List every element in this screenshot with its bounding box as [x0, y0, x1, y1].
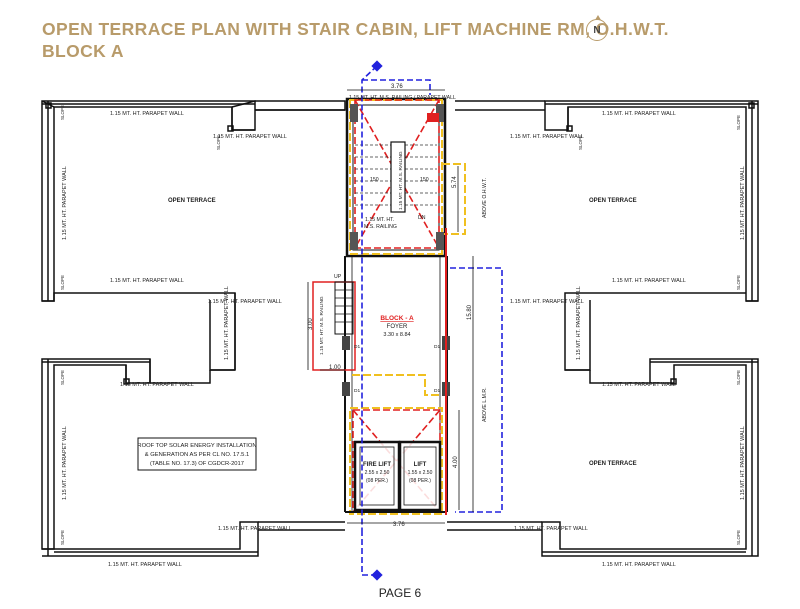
compass-label: N — [593, 24, 601, 36]
door-d1-right: D1 — [434, 344, 440, 350]
parapet-label-lt-vertical: 1.15 MT. HT. PARAPET WALL — [62, 166, 68, 240]
open-terrace-label-right-bottom: OPEN TERRACE — [589, 461, 637, 467]
solar-note-line-1: ROOF TOP SOLAR ENERGY INSTALLATION — [137, 443, 256, 449]
dim-top: 3.76 — [391, 84, 403, 90]
above-lmr-label: ABOVE L.M.R. — [482, 387, 488, 422]
parapet-label-lt-inner: 1.15 MT. HT. PARAPET WALL — [213, 134, 287, 140]
solar-note-line-2: & GENERATION AS PER CL NO. 17.5.1 — [145, 452, 249, 458]
ms-railing-line-1: 1.15 MT. HT. — [365, 217, 394, 223]
block-label: BLOCK - A — [380, 315, 414, 322]
foyer-dim-label: 3.30 x 8.84 — [383, 332, 410, 338]
dim-400: 4.00 — [453, 456, 459, 468]
slope-label-3: SLOPE — [60, 275, 65, 290]
page-title: OPEN TERRACE PLAN WITH STAIR CABIN, LIFT… — [42, 18, 669, 62]
parapet-label-lb-base: 1.15 MT. HT. PARAPET WALL — [108, 562, 182, 568]
dim-bottom: 3.76 — [393, 522, 405, 528]
lift-label: LIFT — [414, 462, 427, 468]
parapet-label-lb-top: 1.15 MT. HT. PARAPET WALL — [120, 382, 194, 388]
parapet-label-rt-inner: 1.15 MT. HT. PARAPET WALL — [510, 134, 584, 140]
lift-dim: 1.55 x 2.50 — [408, 470, 433, 476]
title-line-2: BLOCK A — [42, 41, 124, 61]
slope-label-6: SLOPE — [736, 115, 741, 130]
door-d1-left-2: D1 — [354, 388, 360, 394]
parapet-label-rt-vertical: 1.15 MT. HT. PARAPET WALL — [740, 166, 746, 240]
parapet-label-lt-vertical-inner: 1.15 MT. HT. PARAPET WALL — [224, 286, 230, 360]
parapet-label-rt-top: 1.15 MT. HT. PARAPET WALL — [602, 111, 676, 117]
left-bottom-terrace — [41, 358, 259, 557]
parapet-label-lb-vertical: 1.15 MT. HT. PARAPET WALL — [62, 426, 68, 500]
parapet-label-rb-top: 1.15 MT. HT. PARAPET WALL — [602, 382, 676, 388]
door-d1-right-2: D1 — [434, 388, 440, 394]
open-terrace-label-left: OPEN TERRACE — [168, 198, 216, 204]
solar-note-line-3: (TABLE NO. 17.3) OF CGDCR-2017 — [150, 461, 244, 467]
fire-lift-capacity: (08 PER.) — [366, 478, 388, 484]
parapet-label-rb-bottom: 1.15 MT. HT. PARAPET WALL — [514, 526, 588, 532]
door-d1-left: D1 — [354, 344, 360, 350]
parapet-label-lt-step: 1.15 MT. HT. PARAPET WALL — [208, 299, 282, 305]
ms-railing-vertical-label: 1.15 MT. HT. M.S. RAILING — [398, 151, 404, 210]
ms-railing-line-2: M.S. RAILING — [364, 224, 397, 230]
parapet-label-rb-vertical: 1.15 MT. HT. PARAPET WALL — [740, 426, 746, 500]
parapet-label-rt-step: 1.15 MT. HT. PARAPET WALL — [510, 299, 584, 305]
slope-label-7: SLOPE — [578, 135, 583, 150]
above-ohwt-label: ABOVE O.H.W.T. — [482, 178, 488, 218]
right-top-terrace — [544, 100, 759, 371]
stair-number-right: 150 — [420, 177, 429, 183]
north-compass-icon: N — [586, 15, 608, 41]
dim-100: 1.00 — [329, 365, 341, 371]
dn-label: DN — [418, 215, 426, 221]
right-bottom-terrace — [541, 358, 759, 557]
railing-top-label: 1.15 MT. HT. M.S. RAILING / PARAPET WALL — [349, 95, 456, 101]
fire-lift-dim: 2.55 x 2.50 — [365, 470, 390, 476]
central-core — [255, 60, 545, 581]
slope-label-4: SLOPE — [60, 370, 65, 385]
slope-label-9: SLOPE — [736, 370, 741, 385]
fire-lift-label: FIRE LIFT — [363, 462, 391, 468]
up-label: UP — [334, 274, 342, 280]
slope-label-2: SLOPE — [216, 135, 221, 150]
foyer-label: FOYER — [387, 324, 408, 330]
parapet-label-lt-bottom: 1.15 MT. HT. PARAPET WALL — [110, 278, 184, 284]
parapet-label-rt-bottom: 1.15 MT. HT. PARAPET WALL — [612, 278, 686, 284]
dim-574: 5.74 — [452, 176, 458, 188]
stair-number-left: 150 — [370, 177, 379, 183]
side-railing-vertical-label: 1.15 MT. HT. M.S. RAILING — [319, 296, 325, 355]
lift-capacity: (08 PER.) — [409, 478, 431, 484]
parapet-label-lt-top: 1.15 MT. HT. PARAPET WALL — [110, 111, 184, 117]
parapet-label-lb-bottom: 1.15 MT. HT. PARAPET WALL — [218, 526, 292, 532]
page-number: PAGE 6 — [378, 586, 422, 600]
dim-300: 3.00 — [308, 318, 314, 330]
slope-label-5: SLOPE — [60, 530, 65, 545]
open-terrace-label-right: OPEN TERRACE — [589, 198, 637, 204]
parapet-label-rb-base: 1.15 MT. HT. PARAPET WALL — [602, 562, 676, 568]
slope-label-1: SLOPE — [60, 105, 65, 120]
slope-label-8: SLOPE — [736, 275, 741, 290]
parapet-label-rt-vertical-inner: 1.15 MT. HT. PARAPET WALL — [576, 286, 582, 360]
slope-label-10: SLOPE — [736, 530, 741, 545]
dim-1580: 15.80 — [467, 304, 473, 320]
title-line-1: OPEN TERRACE PLAN WITH STAIR CABIN, LIFT… — [42, 19, 669, 39]
